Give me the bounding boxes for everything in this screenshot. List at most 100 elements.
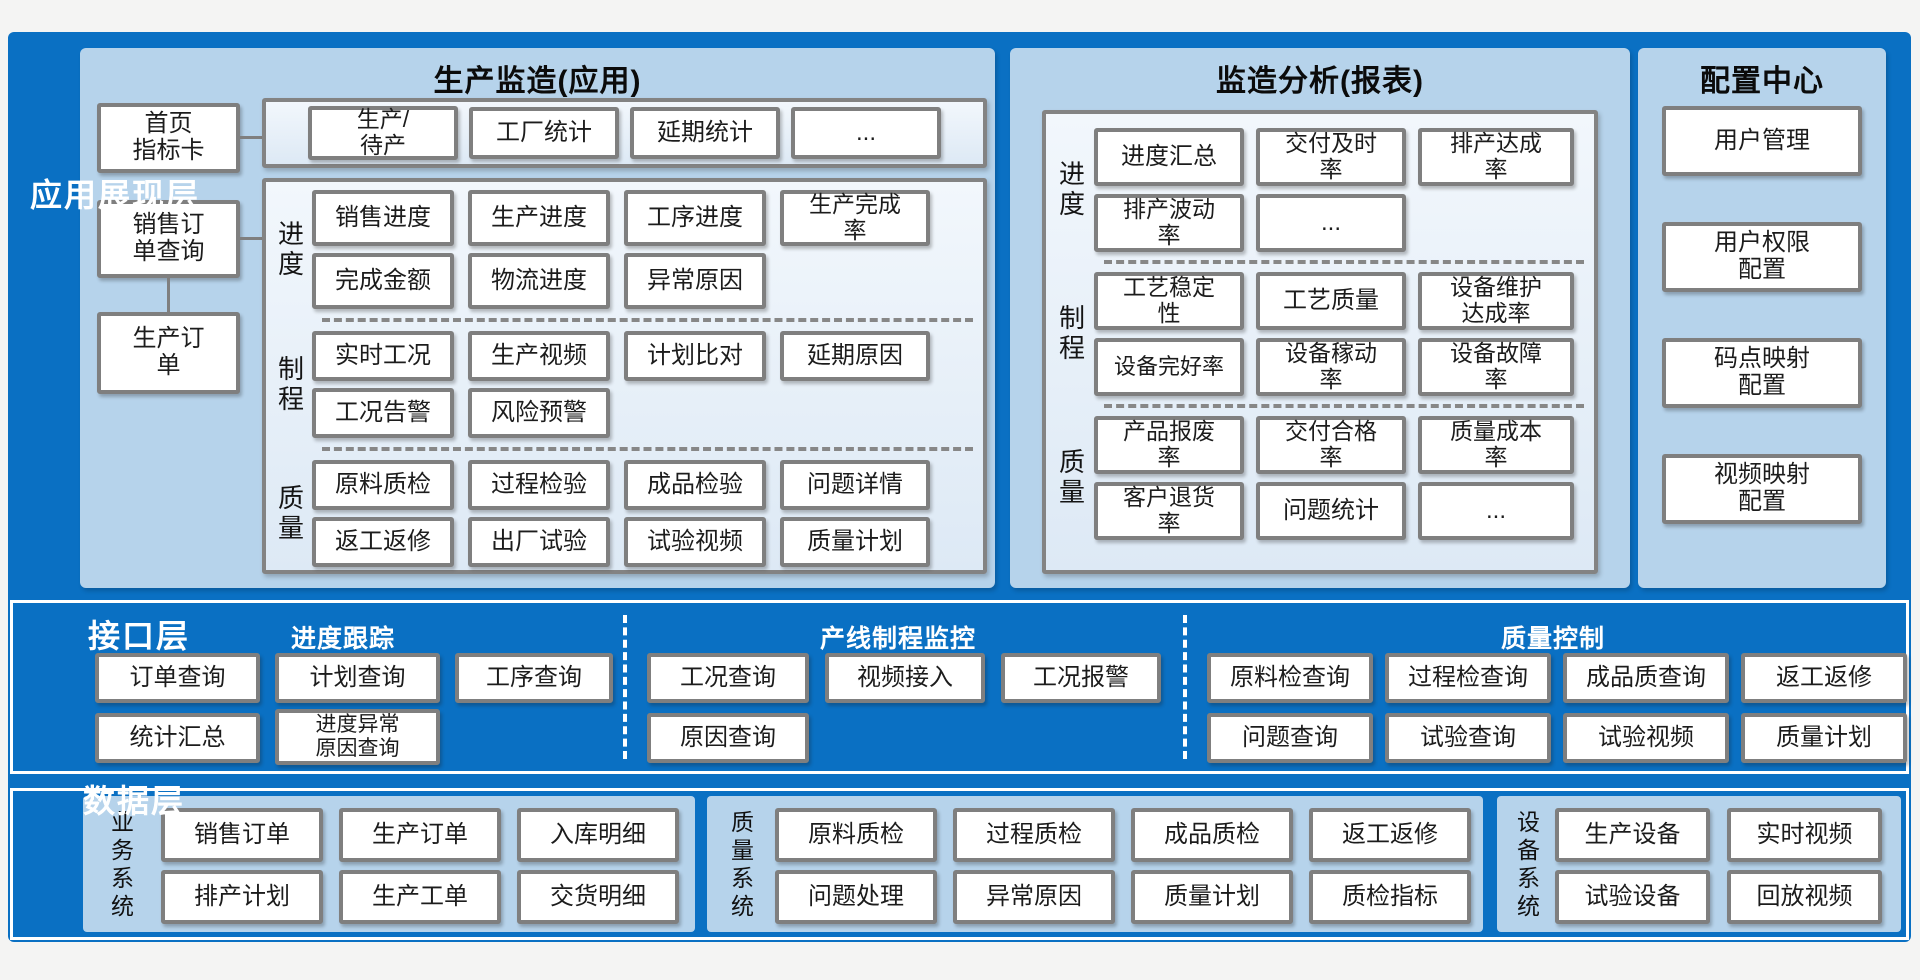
dashed-divider [623, 615, 627, 759]
node-box: 过程检查询 [1385, 653, 1551, 703]
config-panel-title: 配置中心 [1700, 65, 1824, 98]
node-box: 试验设备 [1555, 870, 1710, 924]
node-box: 统计汇总 [95, 713, 260, 763]
group-label-progress: 进度 [1058, 159, 1085, 219]
node-box: 成品检验 [624, 460, 766, 510]
node-box: 生产设备 [1555, 808, 1710, 862]
node-box: 计划查询 [275, 653, 440, 703]
node-box: 质量计划 [1131, 870, 1293, 924]
node-box: 过程质检 [953, 808, 1115, 862]
data-layer-label: 数据层 [83, 783, 186, 819]
equipment-system-label: 设备系统 [1517, 808, 1540, 920]
node-box: 风险预警 [468, 388, 610, 438]
node-box: 完成金额 [312, 253, 454, 309]
node-box: 质量成本 率 [1418, 416, 1574, 474]
node-box: 设备故障 率 [1418, 338, 1574, 396]
node-box: 交付合格 率 [1256, 416, 1406, 474]
connector-line [240, 136, 262, 139]
config-panel: 配置中心 用户管理 用户权限 配置 码点映射 配置 视频映射 配置 [1638, 48, 1886, 588]
node-box: 问题处理 [775, 870, 937, 924]
node-box: ... [791, 107, 941, 159]
node-box-user-management: 用户管理 [1662, 106, 1862, 176]
node-box: 生产进度 [468, 190, 610, 246]
node-box: 进度异常 原因查询 [275, 709, 440, 765]
analysis-subpanel: 进度 进度汇总 交付及时 率 排产达成 率 排产波动 率 ... [1042, 110, 1598, 574]
business-system-label: 业务系统 [111, 808, 134, 920]
analysis-panel: 监造分析(报表) 进度 进度汇总 交付及时 率 排产达成 率 排产波动 率 ..… [1010, 48, 1630, 588]
node-box: 工艺质量 [1256, 272, 1406, 330]
interface-layer-label: 接口层 [88, 618, 191, 654]
node-box: 实时工况 [312, 331, 454, 381]
dashed-divider [1183, 615, 1187, 759]
node-box: 交付及时 率 [1256, 128, 1406, 186]
production-main-subpanel: 进度 销售进度 生产进度 工序进度 生产完成 率 完成金额 物流进度 异常原因 [262, 178, 987, 574]
node-box: 产品报废 率 [1094, 416, 1244, 474]
node-box: 试验查询 [1385, 713, 1551, 763]
group-label-quality: 质量 [1058, 447, 1085, 507]
node-box: 异常原因 [624, 253, 766, 309]
node-box: 过程检验 [468, 460, 610, 510]
node-box: 返工返修 [312, 517, 454, 567]
node-box: 客户退货 率 [1094, 482, 1244, 540]
group-progress: 进度 进度汇总 交付及时 率 排产达成 率 排产波动 率 ... [1050, 128, 1588, 252]
node-box: 原料质检 [775, 808, 937, 862]
node-box: 成品质查询 [1563, 653, 1729, 703]
quality-system-panel: 质量系统 原料质检 过程质检 成品质检 返工返修 问题处理 异常原因 质量计划 … [707, 796, 1483, 932]
node-box: 销售订单 [161, 808, 323, 862]
node-box: 计划比对 [624, 331, 766, 381]
node-box: 工艺稳定 性 [1094, 272, 1244, 330]
production-panel-title: 生产监造(应用) [433, 65, 642, 98]
node-box-code-mapping: 码点映射 配置 [1662, 338, 1862, 408]
node-box: ... [1256, 194, 1406, 252]
group-progress: 进度 销售进度 生产进度 工序进度 生产完成 率 完成金额 物流进度 异常原因 [270, 190, 975, 309]
group-quality: 质量 产品报废 率 交付合格 率 质量成本 率 客户退货 率 问题统计 ... [1050, 416, 1588, 540]
node-box: 延期原因 [780, 331, 930, 381]
connector-line [240, 237, 262, 240]
equipment-system-panel: 设备系统 生产设备 实时视频 试验设备 回放视频 [1497, 796, 1901, 932]
node-box: 排产达成 率 [1418, 128, 1574, 186]
node-box: 延期统计 [630, 107, 780, 159]
quality-system-label: 质量系统 [731, 808, 754, 920]
node-box: 排产波动 率 [1094, 194, 1244, 252]
node-box: 销售进度 [312, 190, 454, 246]
node-box: 质量计划 [780, 517, 930, 567]
node-box: 原料质检 [312, 460, 454, 510]
section-title-line-monitoring: 产线制程监控 [819, 625, 977, 653]
group-label-process: 制程 [277, 353, 304, 414]
node-box: 生产/ 待产 [308, 106, 458, 160]
node-box: 工况查询 [647, 653, 809, 703]
group-process: 制程 工艺稳定 性 工艺质量 设备维护 达成率 设备完好率 设备稼动 率 设备故… [1050, 272, 1588, 396]
node-box-sales-order-query: 销售订 单查询 [97, 200, 240, 278]
app-layer-label: 应用展现层 [30, 177, 201, 213]
business-system-panel: 业务系统 销售订单 生产订单 入库明细 排产计划 生产工单 交货明细 [83, 796, 695, 932]
node-box: 生产完成 率 [780, 190, 930, 246]
node-box: 物流进度 [468, 253, 610, 309]
production-top-subpanel: 生产/ 待产 工厂统计 延期统计 ... [262, 98, 987, 168]
node-box-video-mapping: 视频映射 配置 [1662, 454, 1862, 524]
node-box: 生产工单 [339, 870, 501, 924]
dashed-separator [1104, 404, 1584, 408]
group-label-progress: 进度 [277, 218, 304, 279]
node-box: 工况报警 [1001, 653, 1161, 703]
node-box: 工序查询 [455, 653, 613, 703]
node-box: 生产视频 [468, 331, 610, 381]
node-box: 入库明细 [517, 808, 679, 862]
node-box: 试验视频 [1563, 713, 1729, 763]
node-box: 视频接入 [825, 653, 985, 703]
node-box: 设备完好率 [1094, 338, 1244, 396]
node-box: 问题查询 [1207, 713, 1373, 763]
dashed-separator [1104, 260, 1584, 264]
analysis-panel-title: 监造分析(报表) [1216, 65, 1424, 98]
node-box: 原因查询 [647, 713, 809, 763]
group-process: 制程 实时工况 生产视频 计划比对 延期原因 工况告警 风险预警 [270, 331, 975, 438]
node-box-home-card: 首页 指标卡 [97, 103, 240, 173]
node-box: 返工返修 [1309, 808, 1471, 862]
main-blue-panel: 应用展现层 生产监造(应用) 首页 指标卡 销售订 单查询 生产订 单 生产/ … [8, 32, 1911, 942]
dashed-separator [322, 447, 973, 451]
node-box: 设备维护 达成率 [1418, 272, 1574, 330]
node-box-production-order: 生产订 单 [97, 312, 240, 394]
node-box: 返工返修 [1741, 653, 1907, 703]
node-box: 订单查询 [95, 653, 260, 703]
data-layer-band: 业务系统 销售订单 生产订单 入库明细 排产计划 生产工单 交货明细 质量系统 … [10, 788, 1909, 940]
production-panel: 生产监造(应用) 首页 指标卡 销售订 单查询 生产订 单 生产/ 待产 工厂统… [80, 48, 995, 588]
